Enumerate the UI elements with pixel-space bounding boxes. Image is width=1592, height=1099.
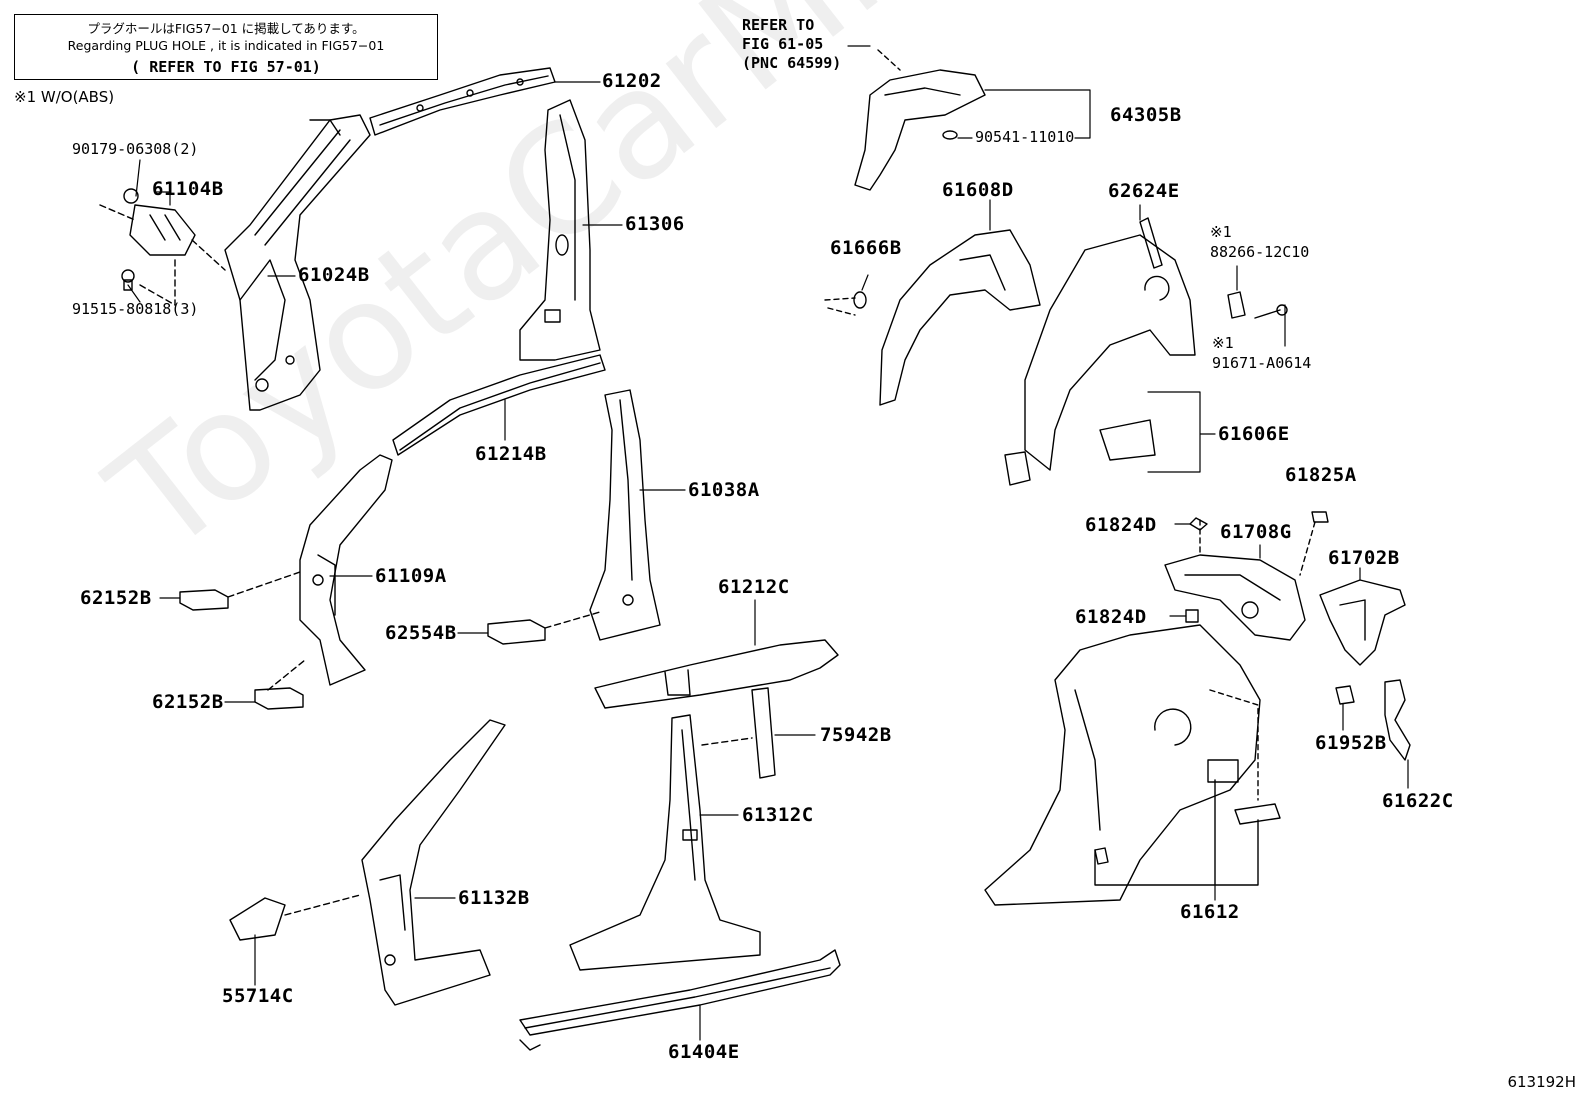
mark-1-lower: ※1 xyxy=(1212,334,1234,352)
refer-note: REFER TO FIG 61-05 (PNC 64599) xyxy=(742,16,841,73)
refer-line-3: (PNC 64599) xyxy=(742,54,842,72)
part-61214b-drawing xyxy=(392,354,606,456)
label-61312c[interactable]: 61312C xyxy=(742,804,814,826)
leader-lines xyxy=(127,45,1409,1041)
label-61622c[interactable]: 61622C xyxy=(1382,790,1454,812)
part-64305b-drawing xyxy=(854,49,986,191)
part-62624e-drawing xyxy=(1139,217,1163,269)
note-refer: ( REFER TO FIG 57-01) xyxy=(131,57,321,76)
part-61038a-drawing xyxy=(589,389,661,641)
label-62152b-2[interactable]: 62152B xyxy=(152,691,224,713)
part-61024b-drawing xyxy=(224,114,371,411)
label-61404e[interactable]: 61404E xyxy=(668,1041,740,1063)
label-61038a[interactable]: 61038A xyxy=(688,479,760,501)
mark-1-upper: ※1 xyxy=(1210,223,1232,241)
part-pads-drawing xyxy=(179,571,601,710)
label-61612[interactable]: 61612 xyxy=(1180,901,1240,923)
part-61612-drawing xyxy=(984,624,1281,906)
label-91671[interactable]: 91671-A0614 xyxy=(1212,354,1312,372)
part-61132b-drawing xyxy=(361,719,506,1006)
label-88266[interactable]: 88266-12C10 xyxy=(1210,243,1310,261)
label-61202[interactable]: 61202 xyxy=(602,70,662,92)
label-75942b[interactable]: 75942B xyxy=(820,724,892,746)
part-61306-drawing xyxy=(519,99,601,361)
part-61212c-drawing xyxy=(594,639,839,709)
refer-line-2: FIG 61-05 xyxy=(742,35,824,53)
note-line-en: Regarding PLUG HOLE , it is indicated in… xyxy=(67,38,385,53)
label-55714c[interactable]: 55714C xyxy=(222,985,294,1007)
label-62152b-1[interactable]: 62152B xyxy=(80,587,152,609)
label-61666b[interactable]: 61666B xyxy=(830,237,902,259)
plug-hole-note: プラグホールはFIG57−01 に掲載してあります。 Regarding PLU… xyxy=(14,14,438,80)
label-61109a[interactable]: 61109A xyxy=(375,565,447,587)
part-61312c-drawing xyxy=(569,714,761,971)
label-64305b[interactable]: 64305B xyxy=(1110,104,1182,126)
label-61212c[interactable]: 61212C xyxy=(718,576,790,598)
label-61132b[interactable]: 61132B xyxy=(458,887,530,909)
label-61214b[interactable]: 61214B xyxy=(475,443,547,465)
abs-note: ※1 W/O(ABS) xyxy=(14,88,115,106)
figure-code: 613192H xyxy=(1507,1073,1576,1091)
part-61202-drawing xyxy=(369,67,556,136)
label-90541[interactable]: 90541-11010 xyxy=(975,128,1075,146)
label-61825a[interactable]: 61825A xyxy=(1285,464,1357,486)
label-61702b[interactable]: 61702B xyxy=(1328,547,1400,569)
refer-line-1: REFER TO xyxy=(742,16,815,34)
part-55714c-drawing xyxy=(229,894,361,941)
part-88266-91671-drawing xyxy=(1227,291,1288,319)
label-62624e[interactable]: 62624E xyxy=(1108,180,1180,202)
part-61606e-drawing xyxy=(1004,234,1196,486)
part-61952b-61622c-drawing xyxy=(1335,679,1411,761)
label-61824d-2[interactable]: 61824D xyxy=(1075,606,1147,628)
label-61606e[interactable]: 61606E xyxy=(1218,423,1290,445)
label-61306[interactable]: 61306 xyxy=(625,213,685,235)
part-61109a-drawing xyxy=(299,454,393,686)
part-75942b-drawing xyxy=(701,687,776,779)
label-61952b[interactable]: 61952B xyxy=(1315,732,1387,754)
part-61404e-drawing xyxy=(519,949,841,1051)
label-61104b[interactable]: 61104B xyxy=(152,178,224,200)
label-61824d-1[interactable]: 61824D xyxy=(1085,514,1157,536)
label-62554b[interactable]: 62554B xyxy=(385,622,457,644)
part-61702b-drawing xyxy=(1319,579,1406,666)
label-61608d[interactable]: 61608D xyxy=(942,179,1014,201)
label-61708g[interactable]: 61708G xyxy=(1220,521,1292,543)
label-90179[interactable]: 90179-06308(2) xyxy=(72,140,199,158)
note-line-jp: プラグホールはFIG57−01 に掲載してあります。 xyxy=(87,21,365,36)
part-61708g-drawing xyxy=(1164,511,1329,641)
label-61024b[interactable]: 61024B xyxy=(298,264,370,286)
part-61104b-drawing xyxy=(99,188,226,306)
label-91515[interactable]: 91515-80818(3) xyxy=(72,300,199,318)
part-61608d-drawing xyxy=(824,229,1041,406)
